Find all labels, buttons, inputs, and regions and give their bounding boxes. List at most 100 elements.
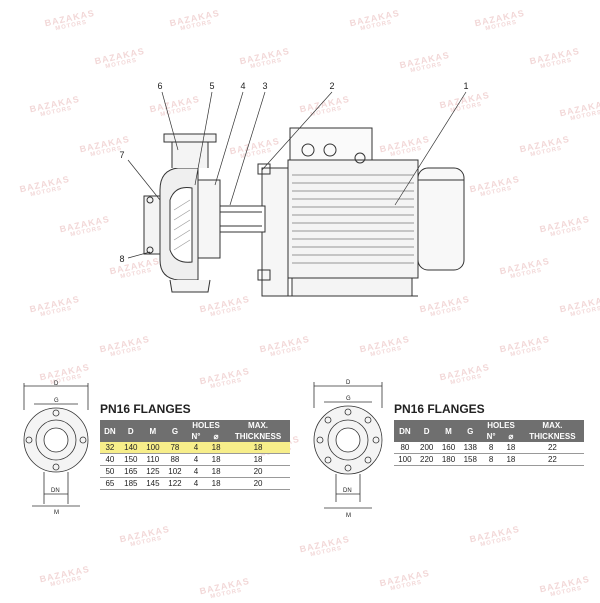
- th-n: N°: [481, 431, 502, 442]
- th-m: M: [141, 420, 164, 442]
- table-cell: 18: [501, 453, 521, 466]
- th-n: N°: [185, 431, 207, 442]
- table-cell: 200: [415, 442, 438, 454]
- table-cell: 125: [141, 465, 164, 478]
- table-cell: 32: [100, 442, 120, 454]
- table-cell: 220: [415, 453, 438, 466]
- dim-label-D: D: [346, 380, 351, 386]
- dim-label-DN: DN: [343, 488, 352, 494]
- table-cell: 100: [141, 442, 164, 454]
- th-g: G: [163, 420, 186, 442]
- table-cell: 140: [119, 442, 142, 454]
- table-cell: 150: [119, 453, 142, 466]
- table-cell: 18: [226, 453, 290, 466]
- table-cell: 40: [100, 453, 120, 466]
- part-callout-4: 4: [240, 81, 245, 91]
- th-dn: DN: [100, 420, 120, 442]
- th-d: D: [415, 420, 438, 442]
- table-cell: 80: [394, 442, 416, 454]
- table-cell: 102: [163, 465, 186, 478]
- table-cell: 65: [100, 477, 120, 490]
- table-cell: 4: [185, 442, 207, 454]
- table-cell: 78: [163, 442, 186, 454]
- flange-title-left: PN16 FLANGES: [100, 402, 191, 416]
- flange-title-right: PN16 FLANGES: [394, 402, 485, 416]
- table-cell: 22: [520, 442, 584, 454]
- dim-label-G: G: [54, 398, 59, 404]
- dim-label-D: D: [54, 381, 59, 387]
- table-cell: 18: [226, 442, 290, 454]
- table-cell: 22: [520, 453, 584, 466]
- table-cell: 18: [501, 442, 521, 454]
- table-cell: 18: [206, 465, 227, 478]
- table-cell: 122: [163, 477, 186, 490]
- table-cell: 160: [437, 442, 460, 454]
- flange-drawing-right: D G DN M: [313, 380, 383, 519]
- th-dn: DN: [394, 420, 416, 442]
- th-d: D: [119, 420, 142, 442]
- th-g: G: [459, 420, 482, 442]
- th-holes: HOLES: [481, 420, 521, 431]
- table-cell: 50: [100, 465, 120, 478]
- table-cell: 8: [481, 453, 502, 466]
- part-callout-5: 5: [209, 81, 214, 91]
- table-cell: 180: [437, 453, 460, 466]
- dim-label-DN: DN: [51, 488, 60, 494]
- th-m: M: [437, 420, 460, 442]
- table-cell: 100: [394, 453, 416, 466]
- table-cell: 4: [185, 477, 207, 490]
- table-cell: 185: [119, 477, 142, 490]
- table-cell: 18: [206, 477, 227, 490]
- th-holes: HOLES: [185, 420, 227, 431]
- part-callout-1: 1: [463, 81, 468, 91]
- part-callout-2: 2: [329, 81, 334, 91]
- dim-label-G: G: [346, 396, 351, 402]
- table-cell: 165: [119, 465, 142, 478]
- table-cell: 138: [459, 442, 482, 454]
- table-cell: 158: [459, 453, 482, 466]
- dim-label-M: M: [346, 513, 351, 519]
- table-cell: 20: [226, 477, 290, 490]
- part-callout-8: 8: [119, 254, 124, 264]
- th-max: MAX.: [226, 420, 290, 431]
- table-cell: 8: [481, 442, 502, 454]
- table-cell: 4: [185, 453, 207, 466]
- table-cell: 20: [226, 465, 290, 478]
- table-cell: 145: [141, 477, 164, 490]
- th-dia: ⌀: [206, 431, 227, 442]
- flange-drawing-left: D G DN M: [23, 381, 89, 516]
- table-cell: 4: [185, 465, 207, 478]
- table-cell: 18: [206, 442, 227, 454]
- table-cell: 18: [206, 453, 227, 466]
- th-thickness: THICKNESS: [226, 431, 290, 442]
- part-callout-7: 7: [119, 150, 124, 160]
- th-max: MAX.: [520, 420, 584, 431]
- table-cell: 88: [163, 453, 186, 466]
- dim-label-M: M: [54, 510, 59, 516]
- th-dia: ⌀: [501, 431, 521, 442]
- table-cell: 110: [141, 453, 164, 466]
- th-thickness: THICKNESS: [520, 431, 584, 442]
- part-callout-6: 6: [157, 81, 162, 91]
